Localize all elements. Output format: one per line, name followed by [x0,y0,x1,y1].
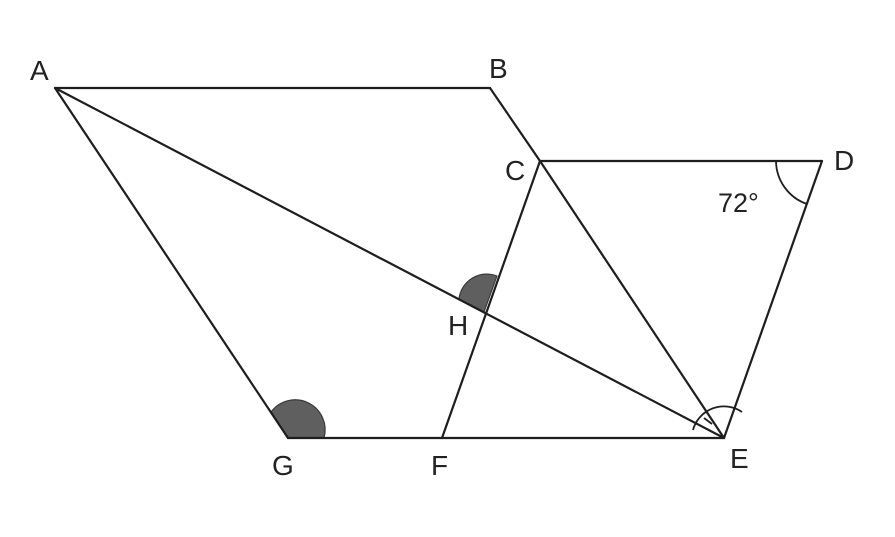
label-f: F [431,450,448,481]
segment-ga [53,86,290,440]
angle-e-tick [703,417,713,425]
segment-cf [440,159,542,440]
angle-h-shaded [458,273,498,313]
segment-ae [53,86,726,440]
label-e: E [730,443,749,474]
segment-bc [488,86,542,163]
angle-g-shaded [270,399,326,439]
label-a: A [30,55,49,86]
label-h: H [448,310,468,341]
angle-e-arc [692,405,743,431]
label-d: D [834,145,854,176]
label-b: B [489,53,508,84]
angle-d-label: 72° [718,188,759,218]
label-c: C [505,155,525,186]
segment-ce [538,159,726,440]
angle-d-arc [775,160,808,205]
label-g: G [272,450,294,481]
segment-de [722,159,824,440]
